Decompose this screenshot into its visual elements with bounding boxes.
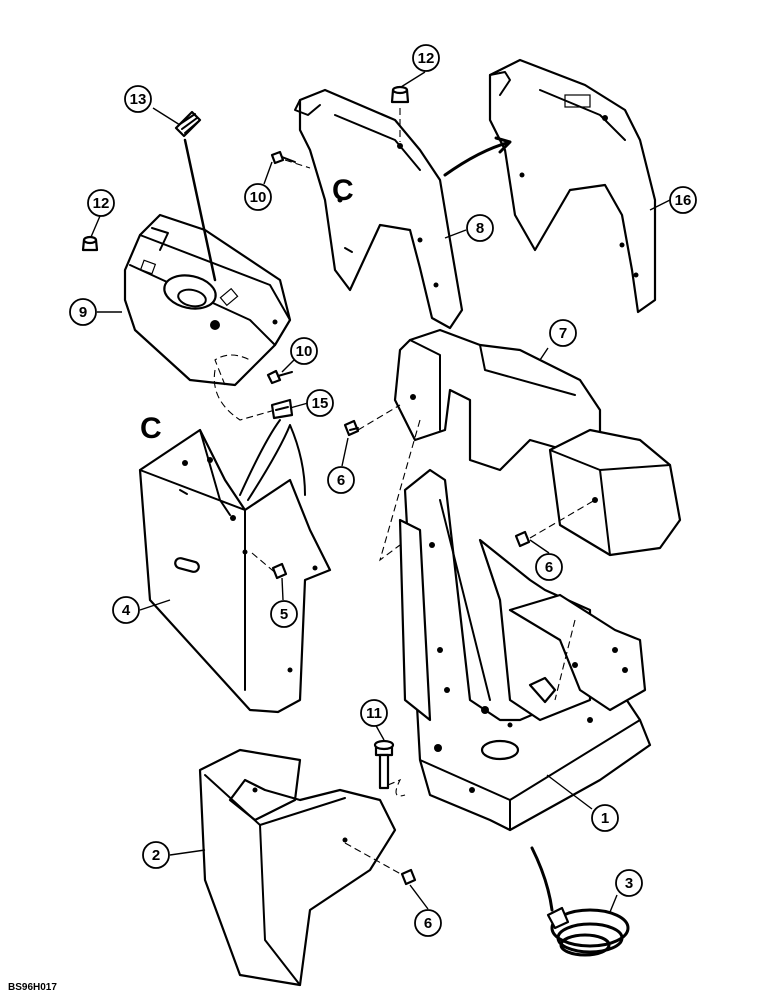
callout-9-label: 9 xyxy=(79,304,87,321)
callout-10-label: 10 xyxy=(296,343,313,360)
callout-10-top: 10 xyxy=(244,183,272,211)
callout-6-bottom: 6 xyxy=(414,909,442,937)
bolt-10-top xyxy=(270,150,296,165)
bolt-6-bottom xyxy=(400,868,417,886)
callout-12-label: 12 xyxy=(93,195,110,212)
callout-15-label: 15 xyxy=(312,395,329,412)
callout-5: 5 xyxy=(270,600,298,628)
callout-5-label: 5 xyxy=(280,606,288,623)
hidden-line-bolt-6-bottom xyxy=(344,842,409,879)
bolt-11 xyxy=(373,739,395,790)
cap-12-left xyxy=(81,235,99,252)
cap-12-top xyxy=(390,85,410,104)
callout-7: 7 xyxy=(549,319,577,347)
callout-13-label: 13 xyxy=(130,91,147,108)
hidden-line-frame-bracket xyxy=(554,619,576,701)
part-13-knob xyxy=(174,110,217,282)
callout-12-left: 12 xyxy=(87,189,115,217)
figure-code: BS96H017 xyxy=(8,982,57,993)
callout-4-label: 4 xyxy=(122,602,131,619)
part-8-upper-housing xyxy=(294,88,464,330)
part-16-upper-housing xyxy=(488,58,657,314)
callout-11-label: 11 xyxy=(366,705,382,722)
hidden-line-console-9 xyxy=(213,369,276,421)
reference-letter-c-upper: C xyxy=(332,174,354,207)
alternate-part-arrow xyxy=(443,136,512,177)
callout-7-label: 7 xyxy=(559,325,567,342)
hidden-line-knob xyxy=(214,354,251,386)
callout-10-label: 10 xyxy=(250,189,267,206)
part-2-shield xyxy=(198,748,397,987)
callout-16: 16 xyxy=(669,186,697,214)
callout-6-label: 6 xyxy=(337,472,345,489)
callout-16-label: 16 xyxy=(675,192,692,209)
callout-1-label: 1 xyxy=(601,810,609,827)
bolt-10-console xyxy=(266,369,293,385)
part-1-main-frame xyxy=(398,468,652,832)
hidden-line-bolt-6-right xyxy=(529,499,596,539)
callout-9: 9 xyxy=(69,298,97,326)
clip-15 xyxy=(270,398,294,420)
part-9-console-cover xyxy=(123,213,292,387)
hidden-line-frame xyxy=(379,419,421,562)
bolt-5 xyxy=(271,562,288,580)
part-3-coil xyxy=(530,846,630,957)
callout-2: 2 xyxy=(142,841,170,869)
callout-6-label: 6 xyxy=(545,559,553,576)
callout-11: 11 xyxy=(360,699,388,727)
callout-3: 3 xyxy=(615,869,643,897)
callout-8-label: 8 xyxy=(476,220,484,237)
callout-6-label: 6 xyxy=(424,915,432,932)
callout-13: 13 xyxy=(124,85,152,113)
callout-15: 15 xyxy=(306,389,334,417)
callout-2-label: 2 xyxy=(152,847,160,864)
part-7-hood-bracket xyxy=(393,328,682,557)
callout-12-label: 12 xyxy=(418,50,435,67)
bolt-6-right xyxy=(514,530,531,548)
wire-harness xyxy=(239,419,306,501)
callout-1: 1 xyxy=(591,804,619,832)
hidden-line-bolt-6-left xyxy=(357,404,401,431)
callout-4: 4 xyxy=(112,596,140,624)
bolt-6-left xyxy=(343,419,360,437)
callout-10-console: 10 xyxy=(290,337,318,365)
hidden-line-bolt-10-top xyxy=(284,159,311,169)
hidden-line-bolt-11 xyxy=(387,778,406,797)
callout-6-left: 6 xyxy=(327,466,355,494)
reference-letter-c-lower: C xyxy=(140,412,162,445)
callout-12-top: 12 xyxy=(412,44,440,72)
callout-6-right: 6 xyxy=(535,553,563,581)
callout-8: 8 xyxy=(466,214,494,242)
part-4-lower-console xyxy=(138,428,332,714)
callout-3-label: 3 xyxy=(625,875,633,892)
